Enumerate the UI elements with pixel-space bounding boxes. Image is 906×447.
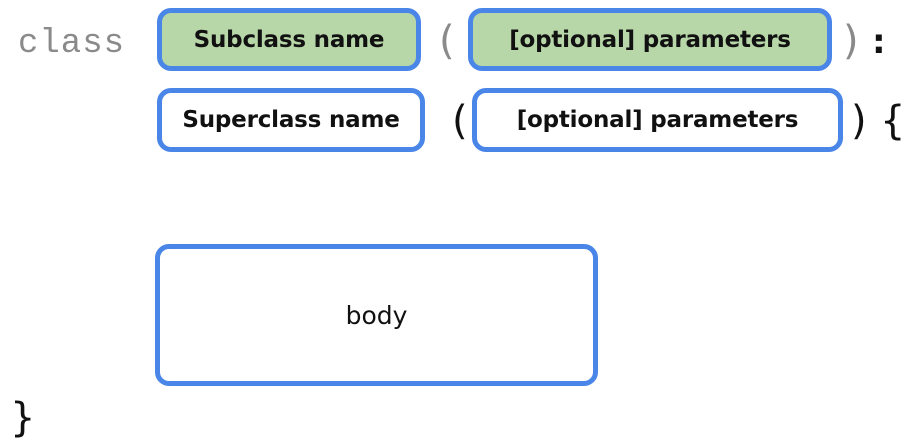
superclass-name-label: Superclass name xyxy=(182,107,400,133)
subclass-parameters-slot[interactable]: [optional] parameters xyxy=(468,8,832,71)
superclass-open-paren: ( xyxy=(452,98,468,144)
superclass-parameters-label: [optional] parameters xyxy=(516,107,799,133)
class-keyword: class xyxy=(18,25,126,63)
superclass-close-paren: ) xyxy=(851,98,867,144)
subclass-parameters-label: [optional] parameters xyxy=(509,26,791,53)
body-label: body xyxy=(345,300,408,330)
subclass-name-slot[interactable]: Subclass name xyxy=(157,8,421,71)
subclass-name-label: Subclass name xyxy=(193,26,385,53)
body-slot[interactable]: body xyxy=(155,244,598,386)
subclass-terminator-colon: : xyxy=(872,22,886,62)
subclass-close-paren: ) xyxy=(843,18,859,64)
class-close-brace: } xyxy=(10,395,36,441)
subclass-open-paren: ( xyxy=(439,18,455,64)
superclass-name-slot[interactable]: Superclass name xyxy=(157,88,425,152)
superclass-parameters-slot[interactable]: [optional] parameters xyxy=(472,88,843,152)
superclass-open-brace: { xyxy=(880,98,906,144)
